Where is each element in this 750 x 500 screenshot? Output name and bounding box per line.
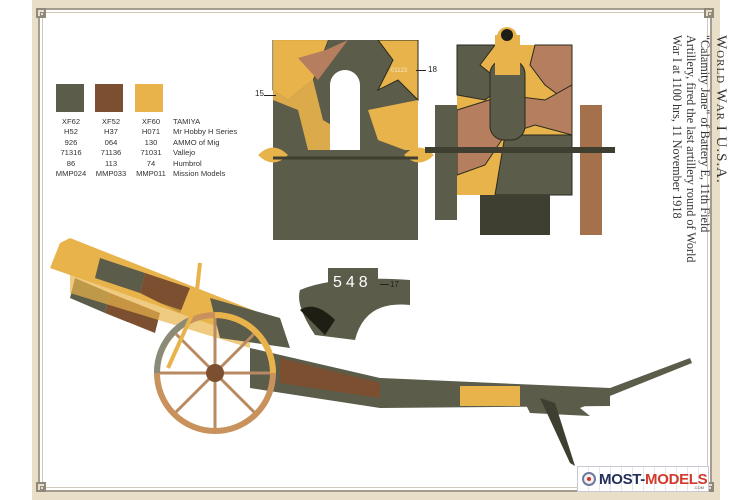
paint-code: 71316 — [60, 148, 82, 158]
paint-code: 064 — [104, 137, 118, 147]
paint-code: 71136 — [100, 148, 122, 158]
gun-front-view — [425, 27, 615, 235]
rotated-caption: World War I U.S.A. "Calamity Jane" of Ba… — [670, 35, 730, 262]
paint-code: XF62 — [61, 117, 81, 126]
gun-side-view — [50, 238, 692, 466]
logo-domain: .COM — [693, 485, 704, 490]
paint-code: MMP011 — [136, 169, 166, 179]
paint-code: MMP033 — [95, 169, 127, 179]
caption-line: Artillery, fired the last artillery roun… — [684, 35, 698, 263]
paint-code: 130 — [144, 137, 158, 147]
paint-column-yellow: XF60 H071 130 71031 74 MMP011 — [130, 117, 172, 179]
paint-code: XF60 — [141, 117, 161, 126]
swatch-yellow — [135, 84, 163, 112]
callout-line — [264, 95, 276, 96]
paint-column-olive: XF62 H52 926 71316 86 MMP024 — [50, 117, 92, 179]
logo-text-most: MOST- — [599, 470, 645, 488]
brand-label: AMMO of Mig — [173, 137, 220, 147]
paint-code: H37 — [104, 127, 118, 137]
frame-corner-ornament — [36, 8, 46, 18]
paint-code: 71031 — [140, 148, 162, 158]
breech-detail-view: 548 — [299, 268, 410, 340]
callout-18: 18 — [428, 65, 437, 74]
callout-line — [416, 70, 426, 71]
paint-code: XF52 — [101, 117, 121, 126]
paint-code: H071 — [141, 127, 161, 137]
callout-15: 15 — [255, 89, 264, 98]
magnifier-icon — [582, 472, 596, 486]
caption-line: War I at 1100 hrs, 11 November 1918 — [670, 35, 684, 219]
brand-label: Vallejo — [173, 148, 196, 158]
frame-corner-ornament — [36, 482, 46, 492]
callout-line — [380, 284, 389, 285]
gun-number-marking: 548 — [333, 274, 372, 291]
shield-marking: 01123 — [391, 68, 408, 74]
paint-column-brown: XF52 H37 064 71136 113 MMP033 — [90, 117, 132, 179]
brand-label: Mr Hobby H Series — [173, 127, 238, 137]
paint-code: H52 — [64, 127, 78, 137]
paint-code: 74 — [146, 158, 156, 168]
gun-shield-rear-view: 01123 — [258, 40, 434, 240]
brand-label: Mission Models — [173, 169, 226, 179]
frame-corner-ornament — [704, 8, 714, 18]
brand-label: TAMIYA — [173, 117, 201, 126]
most-models-watermark: MOST-MODELS .COM — [577, 466, 709, 492]
page-title: World War I U.S.A. — [713, 35, 729, 184]
callout-17: 17 — [390, 280, 399, 289]
paint-code: 113 — [104, 158, 118, 168]
logo-text-models: MODELS — [645, 470, 708, 488]
caption-line: "Calamity Jane" of Battery E, 11th Field — [698, 35, 712, 233]
swatch-olive — [56, 84, 84, 112]
paint-code: MMP024 — [55, 169, 87, 179]
paint-brand-column: TAMIYA Mr Hobby H Series AMMO of Mig Val… — [173, 117, 237, 179]
paint-code: 926 — [64, 137, 78, 147]
paint-code: 86 — [66, 158, 76, 168]
frame-inner-line — [42, 12, 708, 488]
swatch-brown — [95, 84, 123, 112]
brand-label: Humbrol — [173, 158, 202, 168]
